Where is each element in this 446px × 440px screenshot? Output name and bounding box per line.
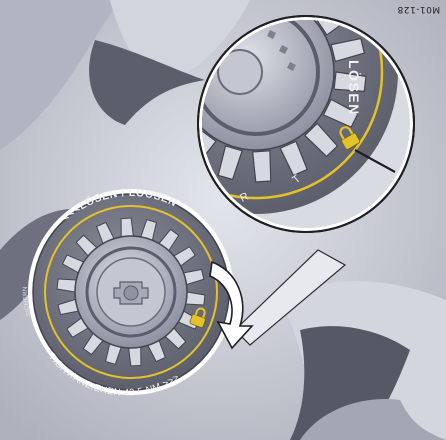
zoom-ring-label: LÖSEN bbox=[346, 60, 362, 116]
figure-code: M01-128 bbox=[397, 4, 440, 14]
ratchet-tooth bbox=[121, 218, 133, 237]
ratchet-tooth bbox=[253, 151, 271, 182]
ratchet-tooth bbox=[129, 347, 141, 366]
